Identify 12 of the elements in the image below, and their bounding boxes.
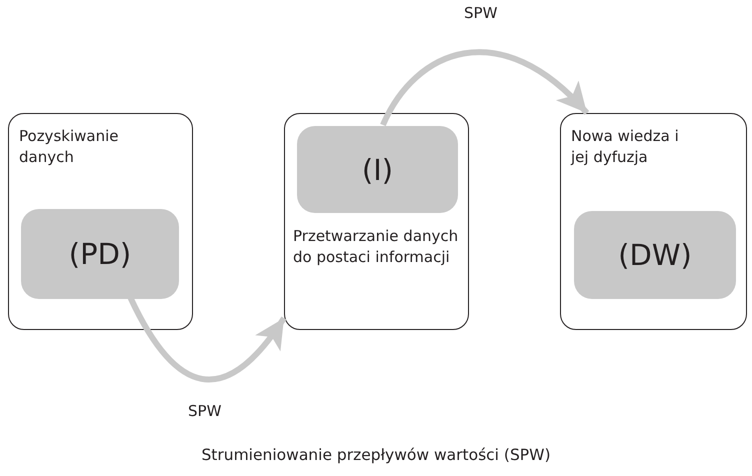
node-text: Przetwarzanie danych do postaci informacji <box>293 226 460 268</box>
curved-arrow <box>128 296 286 382</box>
rounded-box: (DW) <box>574 211 736 299</box>
node-text: Nowa wiedza i jej dyfuzja <box>571 126 680 168</box>
rounded-frame <box>284 113 469 330</box>
curved-arrow <box>380 49 590 126</box>
rounded-box: (I) <box>297 126 458 213</box>
rounded-frame <box>8 113 193 330</box>
rounded-frame <box>560 113 747 330</box>
node-text: Pozyskiwanie danych <box>19 126 120 168</box>
rounded-box: (PD) <box>21 209 179 299</box>
caption: Strumieniowanie przepływów wartości (SPW) <box>200 446 552 464</box>
